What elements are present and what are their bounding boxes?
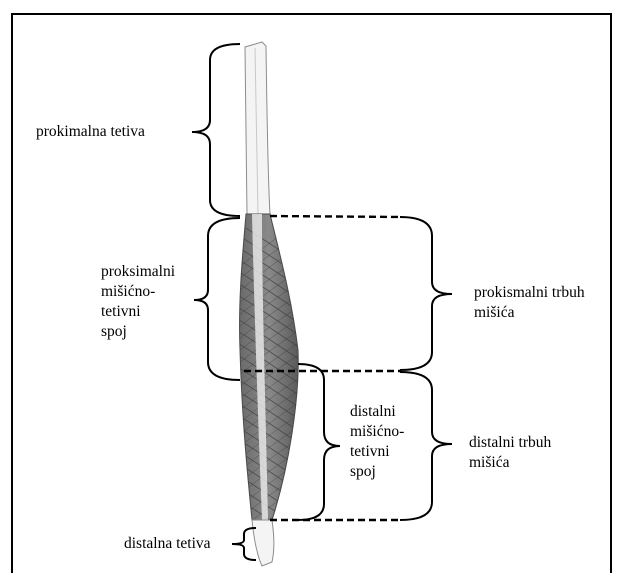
label-distal-mtj: distalni mišićno- tetivni spoj <box>350 403 405 480</box>
label-distal-belly: distalni trbuh mišića <box>469 434 552 471</box>
diagram-frame <box>11 13 612 573</box>
brace-proximal-mtj <box>193 217 241 381</box>
annotation-brackets <box>191 43 453 561</box>
label-proximal-tendon: prokimalna tetiva <box>36 123 145 140</box>
brace-distal-tendon <box>231 527 257 561</box>
brace-proximal-belly <box>399 216 453 371</box>
brace-distal-belly <box>399 371 453 521</box>
dashed-guides <box>244 214 401 522</box>
brace-distal-mtj <box>297 363 341 521</box>
dash-proximal-junction <box>269 214 401 219</box>
distal-tendon-strip <box>251 519 275 567</box>
label-distal-tendon: distalna tetiva <box>124 535 211 552</box>
label-proximal-mtj: proksimalni mišićno- tetivni spoj <box>101 263 176 340</box>
brace-proximal-tendon <box>191 43 241 217</box>
label-proximal-belly: prokismalni trbuh mišića <box>474 284 585 321</box>
muscle-belly <box>239 213 299 521</box>
